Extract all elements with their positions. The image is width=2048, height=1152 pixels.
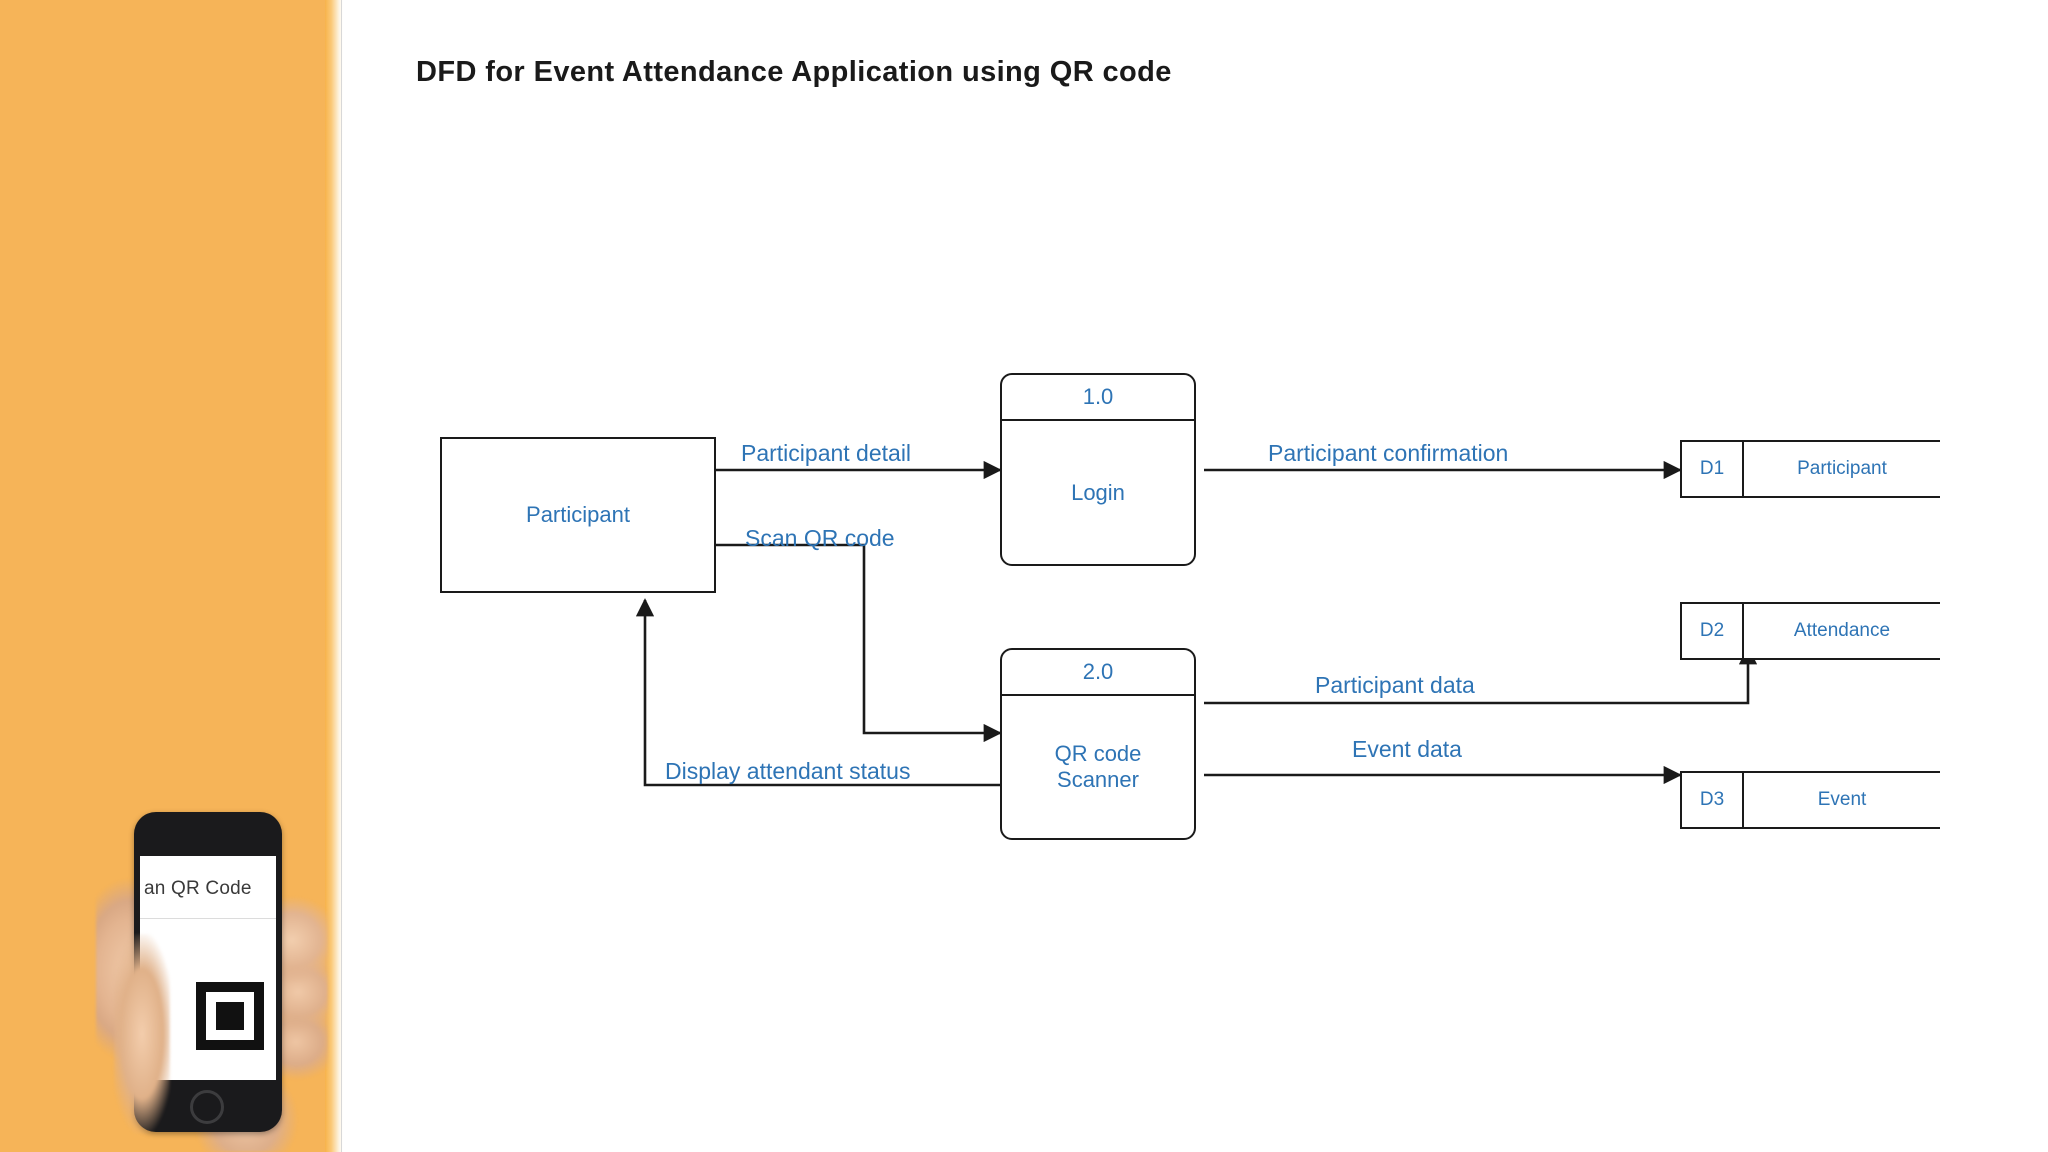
home-button-icon [190,1090,224,1124]
flow-label-participant-detail: Participant detail [741,440,912,466]
datastore-d3-code: D3 [1680,773,1744,827]
process-1-name-line-1: Login [1071,479,1125,505]
process-2-qr-code-scanner[interactable]: 2.0 QR code Scanner [1000,648,1196,840]
datastore-d3-event[interactable]: D3 Event [1680,771,1940,829]
external-entity-participant-label: Participant [526,502,630,527]
datastore-d1-participant[interactable]: D1 Participant [1680,440,1940,498]
process-2-name-line-2: Scanner [1057,767,1139,792]
external-entity-participant[interactable]: Participant [440,437,716,593]
flow-line-scan-qr-code [716,543,1002,743]
phone-screen-divider [140,918,276,919]
datastore-d2-label: Attendance [1793,620,1891,641]
phone-screen-title: an QR Code [144,878,252,899]
qr-code-center [216,1002,244,1030]
flow-line-participant-data [1204,646,1758,705]
datastore-d1-code: D1 [1680,442,1744,496]
qr-code-icon [196,982,264,1050]
process-1-login[interactable]: 1.0 Login [1000,373,1196,566]
qr-code-ring [206,992,254,1040]
flow-label-participant-confirmation: Participant confirmation [1268,440,1509,466]
page-title: DFD for Event Attendance Application usi… [416,56,1172,88]
process-1-number: 1.0 [1002,375,1194,421]
datastore-d2-attendance[interactable]: D2 Attendance [1680,602,1940,660]
datastore-d1-label: Participant [1797,458,1887,479]
phone-in-hand-photo: an QR Code [96,784,328,1152]
flow-label-event-data: Event data [1352,736,1462,762]
datastore-d2-code: D2 [1680,604,1744,658]
process-2-number: 2.0 [1002,650,1194,696]
sidebar-gradient-edge [325,0,343,1152]
flow-label-participant-data: Participant data [1315,672,1475,698]
flow-label-scan-qr-code: Scan QR code [745,525,895,551]
process-2-name: QR code Scanner [1002,696,1194,838]
process-1-name: Login [1002,421,1194,564]
process-2-name-line-1: QR code [1054,741,1142,767]
sidebar-divider [341,0,342,1152]
flow-label-display-attendant-status: Display attendant status [665,758,911,784]
datastore-d3-label: Event [1817,789,1867,810]
thumb-illustration [114,934,170,1134]
